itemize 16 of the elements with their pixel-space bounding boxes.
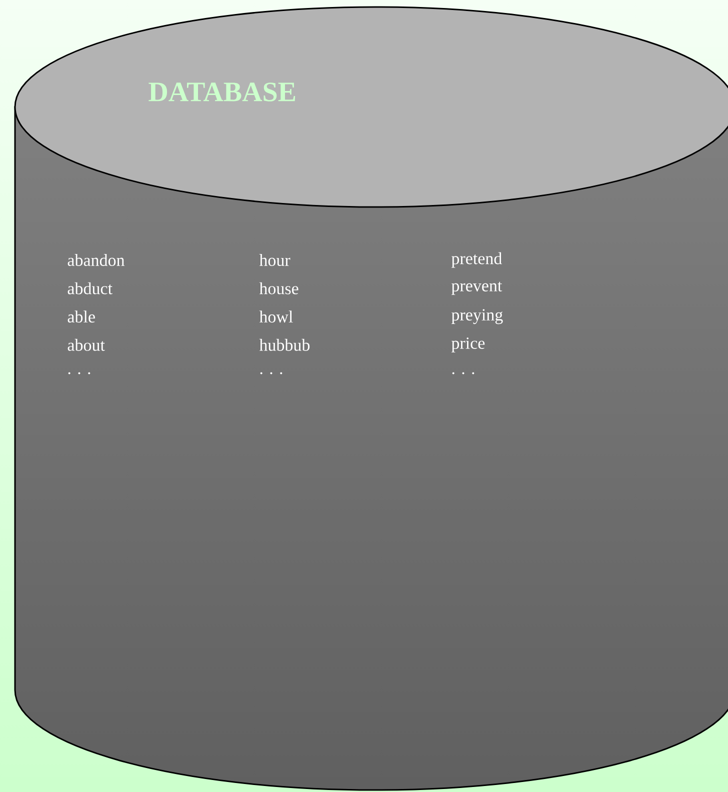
word-label: prevent xyxy=(451,282,502,295)
word-label: abduct xyxy=(68,282,112,294)
word-label: house xyxy=(259,282,298,294)
word-label: able xyxy=(68,310,95,323)
word-label: abandon xyxy=(68,254,125,266)
word-label: . . . xyxy=(68,372,90,374)
word-label: about xyxy=(68,338,105,351)
node-label: DATABASE xyxy=(148,82,296,102)
word-label: pretend xyxy=(451,252,502,268)
word-label: hubbub xyxy=(259,338,310,351)
word-label: preying xyxy=(451,309,503,324)
word-label: howl xyxy=(259,310,293,323)
word-label: hour xyxy=(259,254,290,266)
word-label: . . . xyxy=(260,372,282,374)
word-label: price xyxy=(451,337,485,352)
word-label: . . . xyxy=(452,372,474,374)
